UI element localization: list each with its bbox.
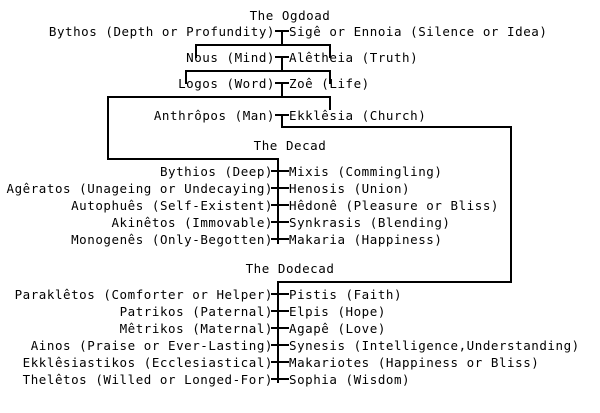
dodecad-pair-3-left: Mêtrikos (Maternal) <box>119 321 273 336</box>
ogdoad-pair-3-left: Logos (Word) <box>178 76 275 91</box>
dodecad-feed-drop <box>281 114 283 128</box>
dodecad-spine <box>277 281 279 383</box>
dodecad-connector-5 <box>271 361 289 363</box>
ogdoad-pair-1-left: Bythos (Depth or Profundity) <box>48 24 275 39</box>
ogdoad-bracket-3-right-leg <box>329 96 331 110</box>
decad-feed-horizontal <box>107 158 277 160</box>
ogdoad-bracket-1 <box>195 44 331 46</box>
dodecad-feed-horizontal-bottom <box>277 281 512 283</box>
ogdoad-bracket-1-right-leg <box>329 44 331 58</box>
ogdoad-bracket-2-left-leg <box>185 70 187 84</box>
decad-pair-1-left: Bythios (Deep) <box>159 164 273 179</box>
dodecad-pair-4-left: Ainos (Praise or Ever-Lasting) <box>30 338 273 353</box>
ogdoad-bracket-2-right-leg <box>329 70 331 84</box>
dodecad-pair-2-right: Elpis (Hope) <box>289 304 386 319</box>
decad-pair-3-left: Autophuês (Self-Existent) <box>71 198 273 213</box>
dodecad-pair-3-right: Agapê (Love) <box>289 321 386 336</box>
decad-spine <box>277 158 279 244</box>
dodecad-pair-6-left: Thelêtos (Willed or Longed-For) <box>22 372 273 387</box>
decad-pair-1-right: Mixis (Commingling) <box>289 164 443 179</box>
dodecad-connector-6 <box>271 378 289 380</box>
dodecad-connector-2 <box>271 310 289 312</box>
ogdoad-drop-3 <box>281 82 283 98</box>
decad-connector-1 <box>271 170 289 172</box>
ogdoad-drop-2 <box>281 56 283 72</box>
dodecad-pair-5-right: Makariotes (Happiness or Bliss) <box>289 355 540 370</box>
decad-connector-4 <box>271 221 289 223</box>
decad-heading: The Decad <box>253 138 327 153</box>
ogdoad-pair-3-right: Zoê (Life) <box>289 76 370 91</box>
ogdoad-bracket-3 <box>107 96 331 98</box>
dodecad-pair-1-left: Paraklêtos (Comforter or Helper) <box>14 287 273 302</box>
decad-pair-4-left: Akinêtos (Immovable) <box>111 215 273 230</box>
ogdoad-heading: The Ogdoad <box>249 8 331 23</box>
decad-pair-2-left: Agêratos (Unageing or Undecaying) <box>6 181 273 196</box>
dodecad-feed-vertical <box>510 126 512 283</box>
dodecad-connector-4 <box>271 344 289 346</box>
ogdoad-pair-2-left: Nous (Mind) <box>186 50 275 65</box>
decad-connector-5 <box>271 238 289 240</box>
ogdoad-pair-1-right: Sigê or Ennoia (Silence or Idea) <box>289 24 548 39</box>
dodecad-connector-1 <box>271 293 289 295</box>
decad-pair-5-left: Monogenês (Only-Begotten) <box>71 232 273 247</box>
ogdoad-pair-4-right: Ekklêsia (Church) <box>289 108 427 123</box>
ogdoad-pair-2-right: Alêtheia (Truth) <box>289 50 419 65</box>
dodecad-pair-2-left: Patrikos (Paternal) <box>119 304 273 319</box>
decad-connector-3 <box>271 204 289 206</box>
ogdoad-pair-4-left: Anthrôpos (Man) <box>153 108 275 123</box>
dodecad-pair-6-right: Sophia (Wisdom) <box>289 372 411 387</box>
decad-connector-2 <box>271 187 289 189</box>
ogdoad-bracket-2 <box>185 70 331 72</box>
dodecad-pair-1-right: Pistis (Faith) <box>289 287 403 302</box>
decad-pair-2-right: Henosis (Union) <box>289 181 411 196</box>
decad-pair-5-right: Makaria (Happiness) <box>289 232 443 247</box>
ogdoad-bracket-1-left-leg <box>195 44 197 58</box>
dodecad-connector-3 <box>271 327 289 329</box>
decad-pair-4-right: Synkrasis (Blending) <box>289 215 451 230</box>
ogdoad-drop-1 <box>281 30 283 46</box>
dodecad-pair-4-right: Synesis (Intelligence,Understanding) <box>289 338 580 353</box>
decad-pair-3-right: Hêdonê (Pleasure or Bliss) <box>289 198 499 213</box>
decad-feed-vertical <box>107 96 109 160</box>
dodecad-feed-horizontal-top <box>281 126 512 128</box>
dodecad-heading: The Dodecad <box>245 261 335 276</box>
dodecad-pair-5-left: Ekklêsiastikos (Ecclesiastical) <box>22 355 273 370</box>
